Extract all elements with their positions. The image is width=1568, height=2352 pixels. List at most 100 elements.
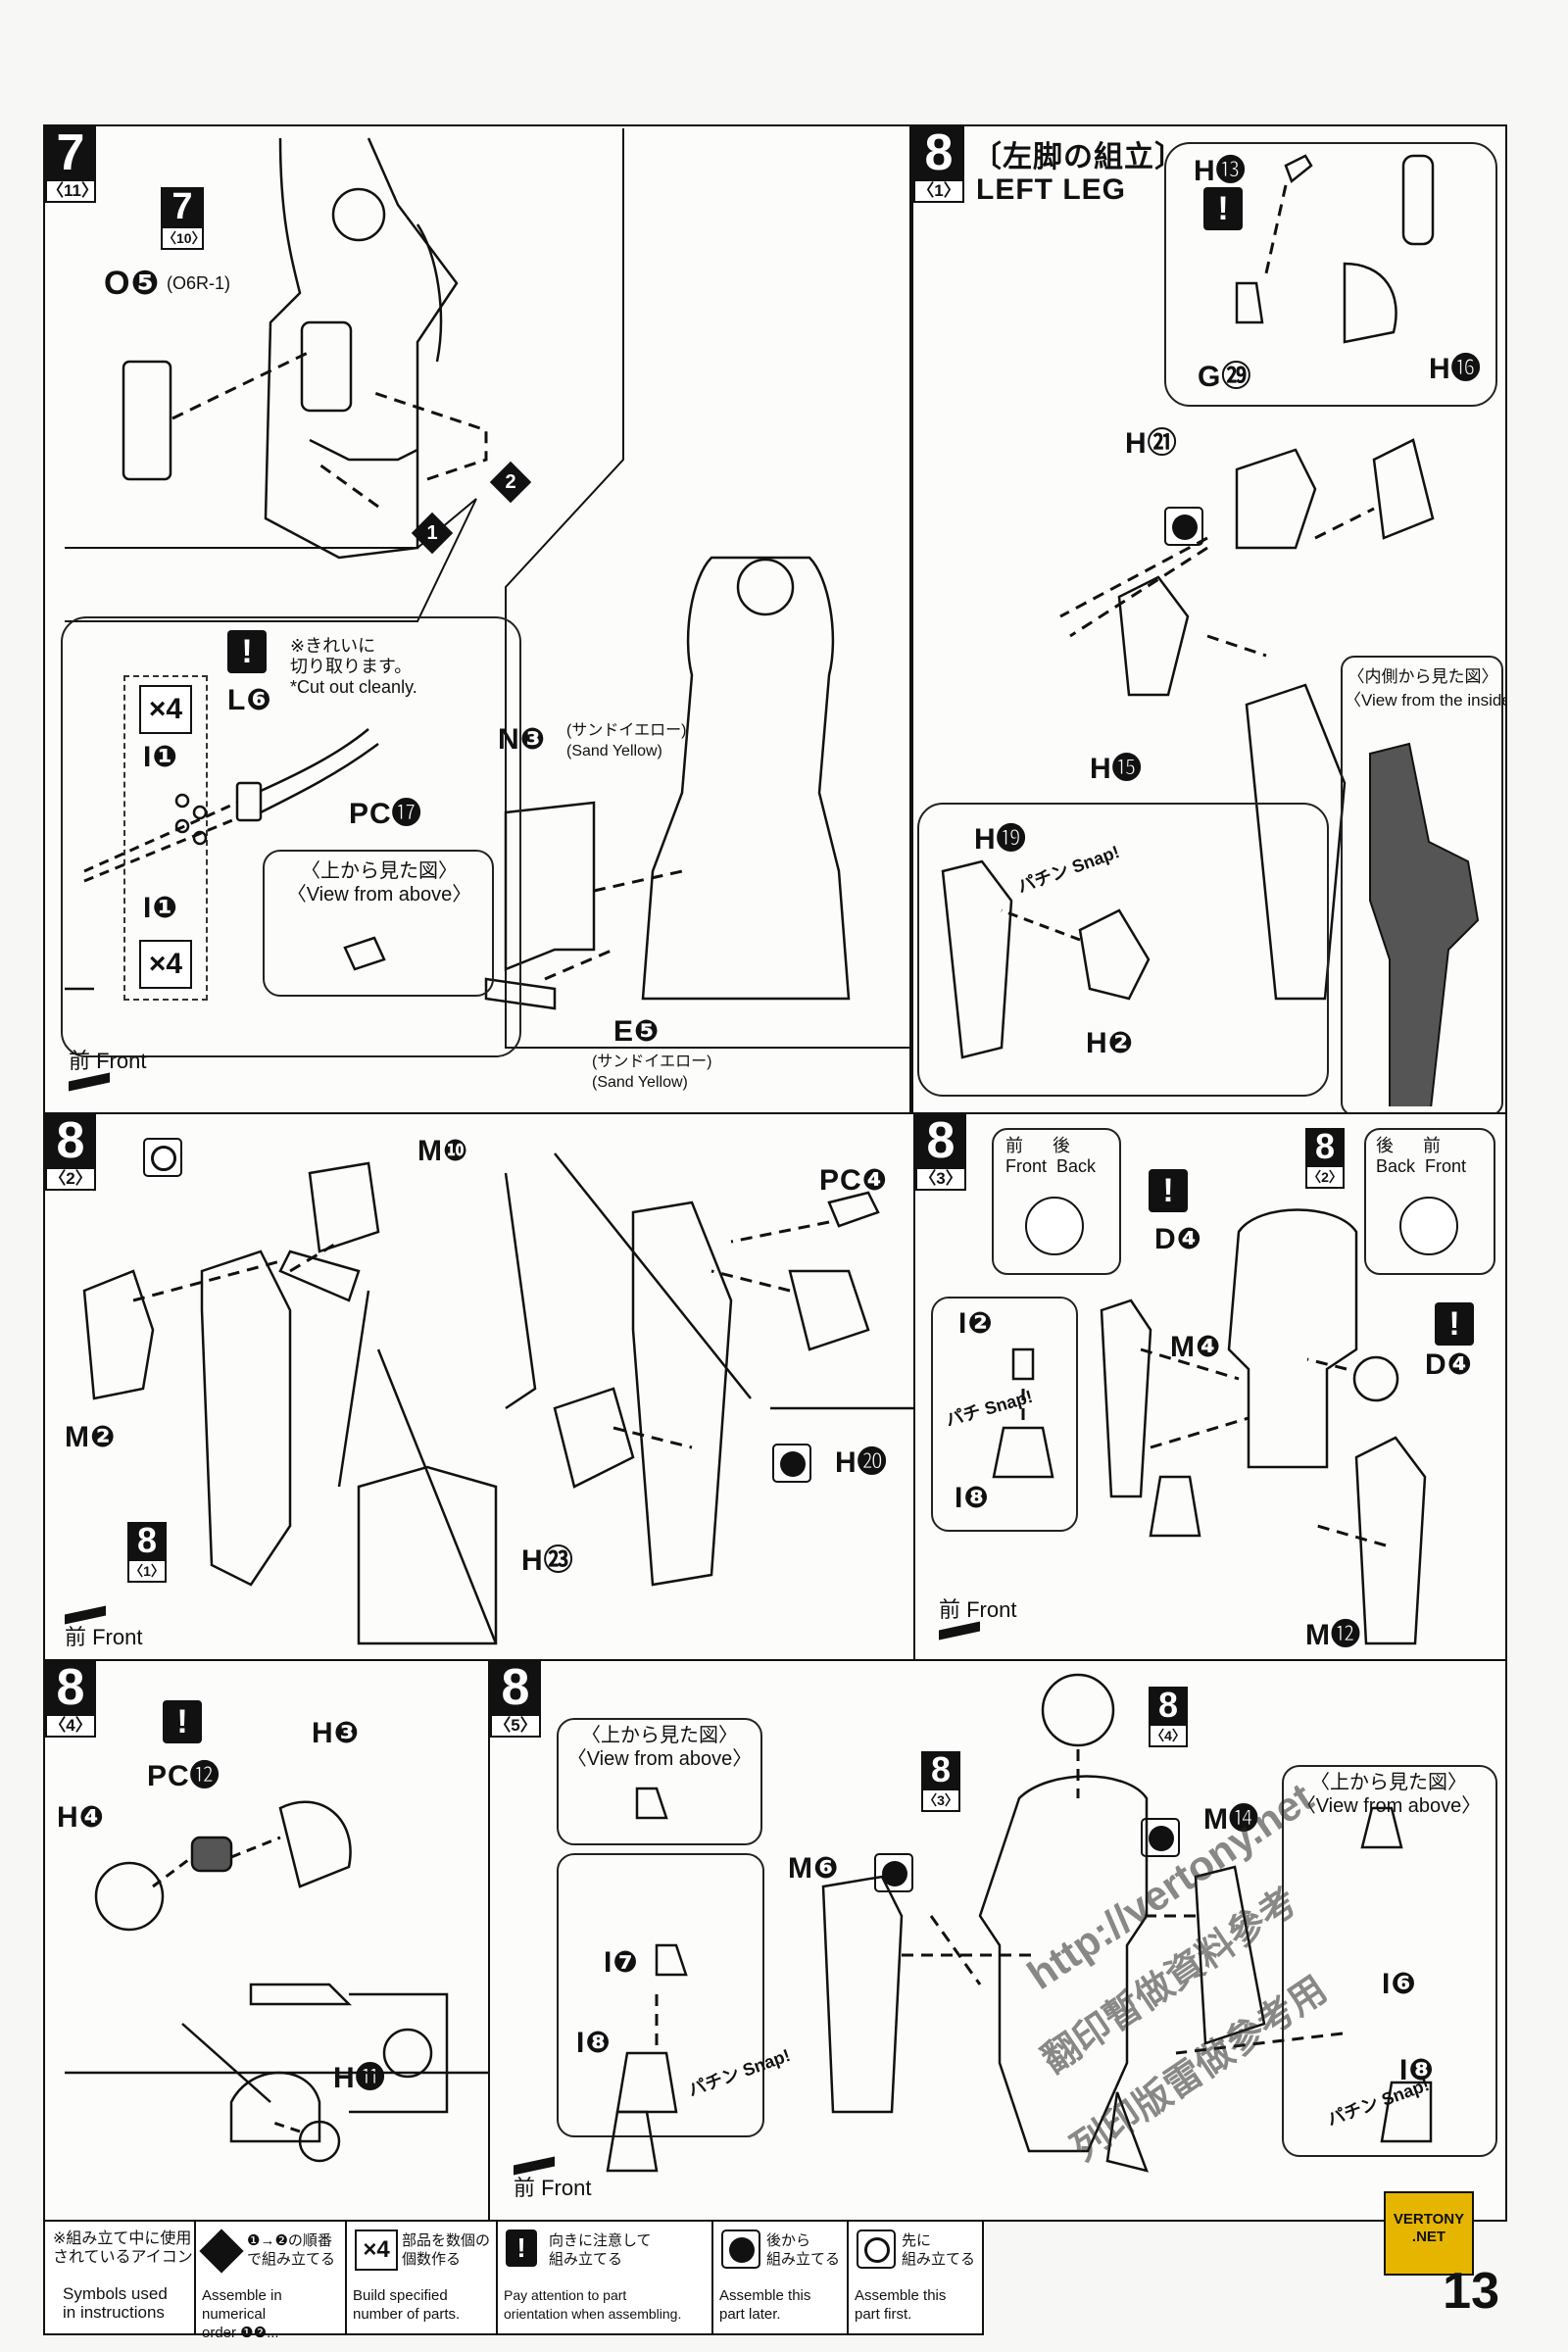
part-label-i8: I❽ (1399, 2054, 1435, 2086)
view-above-callout (263, 850, 494, 997)
snap-detail-callout (931, 1297, 1078, 1532)
part-label-h23: H㉓ (521, 1544, 574, 1577)
snap-detail-callout (917, 803, 1329, 1097)
orientation-labels: 後 前 Back Front (1376, 1136, 1467, 1176)
part-label-h15: H⓯ (1090, 753, 1143, 785)
step-8-1-panel: 8〈1〉 〔左脚の組立〕 LEFT LEG H⓭ ! G㉙ H⓰ H㉑ H⓯ 〈… (911, 124, 1507, 1114)
thruster-callout (557, 1853, 764, 2137)
part-label-h16: H⓰ (1429, 353, 1482, 385)
front-indicator: 前 Front (514, 2156, 591, 2202)
part-label-g29: G㉙ (1198, 361, 1252, 393)
part-label-m12: M⓬ (1305, 1619, 1361, 1651)
warning-icon: ! (1435, 1302, 1474, 1346)
inside-view-title: 〈内側から見た図〉〈View from the inside〉 (1345, 667, 1505, 710)
step-8-4-panel: 8〈4〉 ! PC⓬ H❸ H❹ H⓫ (43, 1659, 490, 2222)
site-badge: VERTONY .NET (1384, 2191, 1474, 2276)
step-8-3-panel: 8〈3〉 前 後 Front Back ! D❹ 8〈2〉 後 前 Back F… (913, 1112, 1507, 1661)
part-label-h11: H⓫ (333, 2062, 386, 2094)
part-note: (サンドイエロー)(Sand Yellow) (566, 722, 687, 760)
part-label-h13: H⓭ (1194, 155, 1247, 187)
part-label-i1: I❶ (143, 741, 178, 773)
step-reference: 8〈2〉 (1305, 1128, 1345, 1189)
part-label-pc17: PC⓱ (349, 798, 422, 830)
inside-view-callout (1341, 656, 1503, 1112)
left-leg-illustration (1059, 154, 1435, 1001)
part-label-d4: D❹ (1154, 1223, 1203, 1255)
knee-assembly-illustration (992, 1208, 1427, 1645)
leg-final-illustration (606, 1673, 1433, 2173)
warning-icon: ! (506, 2230, 537, 2267)
cut-note: ※きれいに切り取ります。*Cut out cleanly. (290, 636, 417, 697)
part-label-e5: E❺ (613, 1015, 661, 1048)
part-label-h19: H⓳ (974, 823, 1027, 856)
orientation-callout-left (992, 1128, 1121, 1275)
leg-assembly-illustration (82, 1152, 913, 1645)
front-indicator: 前 Front (69, 1044, 146, 1092)
step-number: 8〈1〉 (913, 126, 964, 203)
step-number: 8〈4〉 (45, 1661, 96, 1738)
view-above-title: 〈上から見た図〉〈View from above〉 (566, 1725, 753, 1770)
warning-icon: ! (1203, 187, 1243, 230)
part-label-i7: I❼ (604, 1946, 639, 1979)
part-label-h21: H㉑ (1125, 427, 1178, 460)
view-above-callout (557, 1718, 762, 1845)
step-number: 8〈3〉 (915, 1114, 966, 1191)
orientation-dial (1399, 1197, 1458, 1255)
part-label-h20: H⓴ (835, 1446, 888, 1479)
assemble-later-icon (772, 1444, 811, 1483)
count-badge: ×4 (139, 685, 192, 734)
assemble-later-icon (1164, 507, 1203, 546)
count-badge: ×4 (139, 940, 192, 989)
part-note: (サンドイエロー)(Sand Yellow) (592, 1054, 712, 1091)
part-label-n3: N❸ (498, 723, 547, 756)
front-indicator: 前 Front (65, 1605, 142, 1651)
hinge-detail-callout (1164, 142, 1497, 407)
part-label-m6: M❻ (788, 1852, 840, 1885)
inside-view-illustration (1369, 742, 1480, 1106)
step-reference: 8〈4〉 (1149, 1687, 1188, 1747)
orientation-dial (1025, 1197, 1084, 1255)
part-label-m14: M⓮ (1203, 1803, 1259, 1836)
orientation-callout-right (1364, 1128, 1495, 1275)
step-reference: 8〈3〉 (921, 1751, 960, 1812)
assemble-later-icon (721, 2230, 760, 2269)
step-number: 7〈11〉 (45, 126, 98, 203)
page-number: 13 (1443, 2263, 1499, 2320)
part-label-pc4: PC❹ (819, 1164, 889, 1197)
part-label-i6: I❻ (1382, 1968, 1417, 2000)
step-number: 8〈5〉 (490, 1661, 541, 1738)
section-title-en: LEFT LEG (976, 173, 1126, 206)
step-8-2-panel: 8〈2〉 M❿ M❷ 8〈1〉 前 Front PC❹ H⓴ H㉓ (43, 1112, 915, 1661)
step-7-panel: 7〈11〉 7〈10〉 O❺ (O6R-1) (43, 124, 911, 1114)
section-title-jp: 〔左脚の組立〕 (972, 141, 1185, 173)
view-above-title: 〈上から見た図〉〈View from above〉 (286, 860, 472, 906)
hip-joint-illustration (65, 1800, 488, 2163)
warning-icon: ! (1149, 1169, 1188, 1212)
warning-icon: ! (163, 1700, 202, 1743)
part-note: (O6R-1) (167, 273, 231, 293)
part-label-d4: D❹ (1425, 1348, 1474, 1381)
torso-illustration (65, 128, 909, 1049)
step-reference: 7〈10〉 (161, 187, 206, 250)
warning-icon: ! (227, 630, 267, 673)
view-above-callout (1282, 1765, 1497, 2157)
part-label-i1: I❶ (143, 892, 178, 924)
front-indicator: 前 Front (939, 1592, 1016, 1641)
part-label-i8: I❽ (576, 2027, 612, 2059)
part-label-h3: H❸ (312, 1717, 361, 1749)
part-label-h2: H❷ (1086, 1027, 1135, 1059)
part-label-i8: I❽ (955, 1482, 990, 1514)
step-reference: 8〈1〉 (127, 1522, 167, 1583)
part-label-l6: L❻ (227, 684, 272, 716)
part-label-h4: H❹ (57, 1801, 106, 1834)
step-8-5-panel: 8〈5〉 〈上から見た図〉〈View from above〉 I❼ I❽ パチン… (488, 1659, 1507, 2222)
order-icon (199, 2229, 244, 2274)
cut-detail-callout (61, 616, 521, 1057)
part-label-i2: I❷ (958, 1307, 994, 1340)
part-label-m4: M❹ (1170, 1331, 1222, 1363)
